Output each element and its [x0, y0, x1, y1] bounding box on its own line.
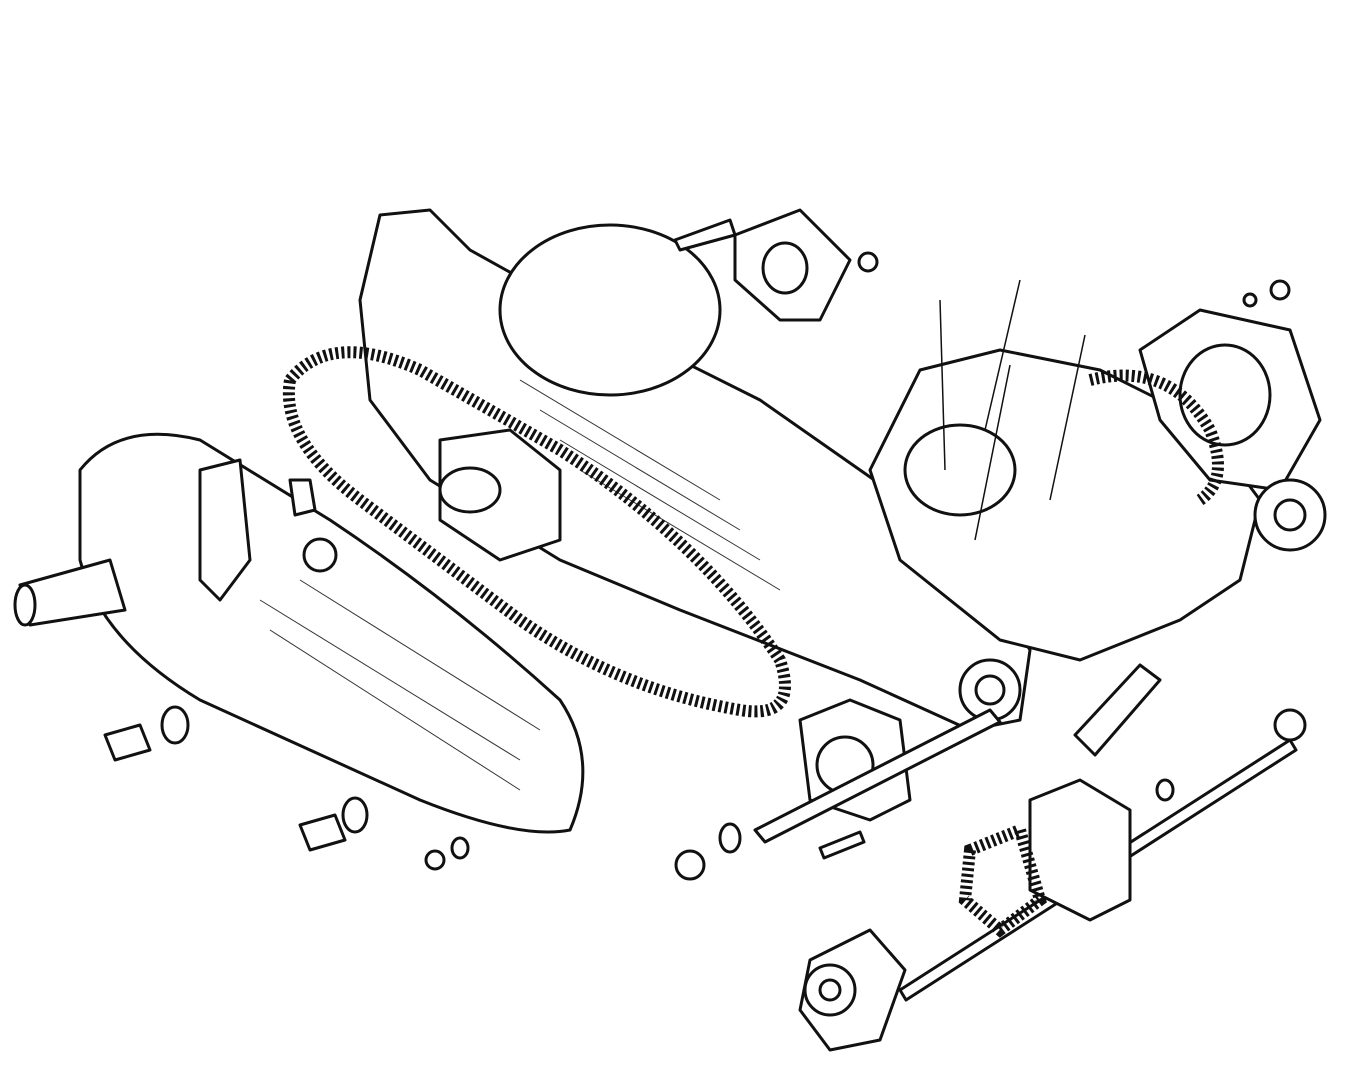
- shaft-assembly-center: [674, 663, 1162, 881]
- fasteners-left: [103, 705, 470, 871]
- outer-cover: [13, 432, 585, 834]
- crankcase-half: [358, 208, 1032, 732]
- cylinder-block: [868, 279, 1327, 662]
- shaft-assembly-lower: [798, 708, 1307, 1052]
- flange-and-stud: [673, 208, 879, 322]
- gasket: [282, 346, 791, 718]
